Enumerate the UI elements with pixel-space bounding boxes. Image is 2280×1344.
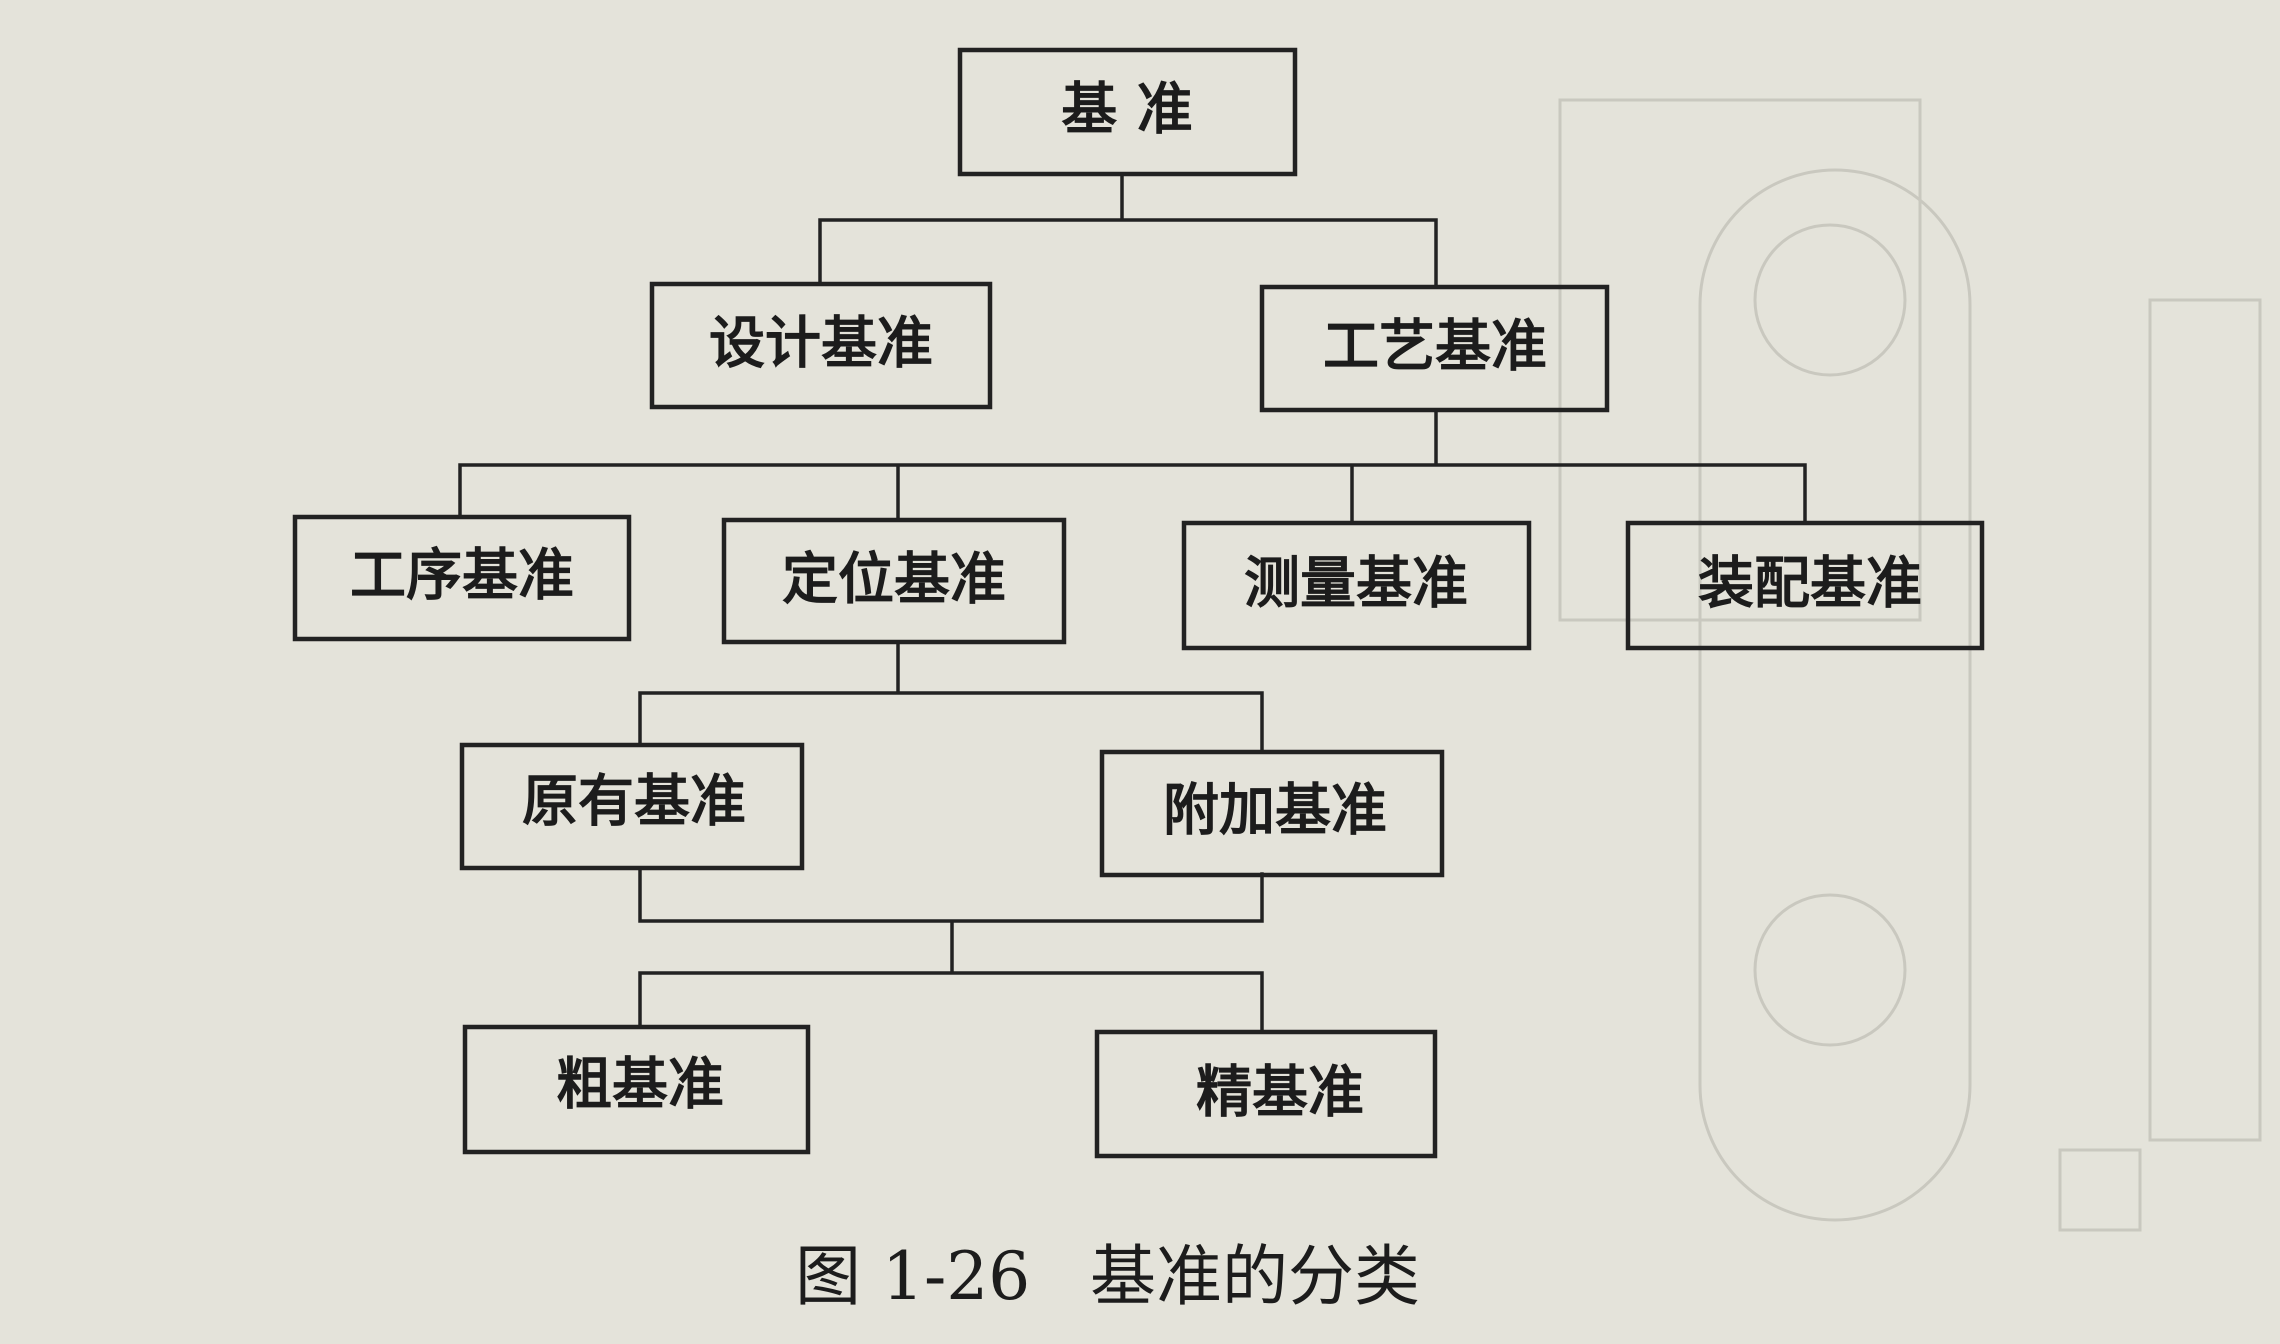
node-fine: 精基准: [1094, 1029, 1438, 1159]
node-rough-box: [462, 1024, 811, 1155]
ghost-circle-top: [1753, 223, 1907, 377]
ghost-square: [2058, 1148, 2142, 1232]
node-process-box: [1259, 284, 1610, 413]
figure-title: 基准的分类: [1090, 1238, 1420, 1315]
node-root-box: [957, 47, 1298, 177]
node-root: 基 准: [957, 47, 1298, 177]
node-additional-box: [1099, 749, 1445, 878]
node-rough-label: 粗基准: [556, 1052, 724, 1118]
node-root-label: 基 准: [1061, 77, 1193, 143]
ghost-frame: [1558, 98, 1922, 622]
ghost-circle-bottom: [1753, 893, 1907, 1047]
node-original-box: [459, 742, 805, 871]
node-operation-label: 工序基准: [350, 543, 574, 609]
node-operation-box: [292, 514, 632, 642]
node-design-label: 设计基准: [709, 311, 933, 377]
node-process: 工艺基准: [1259, 284, 1610, 413]
node-assembly-box: [1625, 520, 1985, 651]
node-original: 原有基准: [459, 742, 805, 871]
node-operation: 工序基准: [292, 514, 632, 642]
node-design-box: [649, 281, 993, 410]
node-locating-box: [721, 517, 1067, 645]
node-fine-box: [1094, 1029, 1438, 1159]
connectors: [458, 174, 1807, 1034]
node-additional-label: 附加基准: [1163, 778, 1387, 844]
node-measuring-box: [1181, 520, 1532, 651]
connector-locating: [638, 642, 1264, 752]
node-measuring-label: 测量基准: [1244, 551, 1468, 617]
node-measuring: 测量基准: [1181, 520, 1532, 651]
node-locating-label: 定位基准: [782, 547, 1006, 613]
ghost-slot: [1698, 168, 1972, 1222]
node-additional: 附加基准: [1099, 749, 1445, 878]
node-locating: 定位基准: [721, 517, 1067, 645]
node-assembly-label: 装配基准: [1698, 551, 1922, 617]
figure-caption: 图 1-26 基准的分类: [795, 1238, 1420, 1315]
node-fine-label: 精基准: [1196, 1060, 1364, 1126]
node-process-label: 工艺基准: [1323, 314, 1547, 380]
node-original-label: 原有基准: [522, 769, 746, 835]
connector-root: [818, 174, 1438, 287]
node-rough: 粗基准: [462, 1024, 811, 1155]
ghost-bar: [2148, 298, 2262, 1142]
connector-merge: [638, 868, 1264, 1034]
figure-number: 图 1-26: [795, 1238, 1030, 1315]
connector-process: [458, 410, 1807, 525]
background-showthrough: [1558, 98, 2262, 1232]
node-design: 设计基准: [649, 281, 993, 410]
node-assembly: 装配基准: [1625, 520, 1985, 651]
